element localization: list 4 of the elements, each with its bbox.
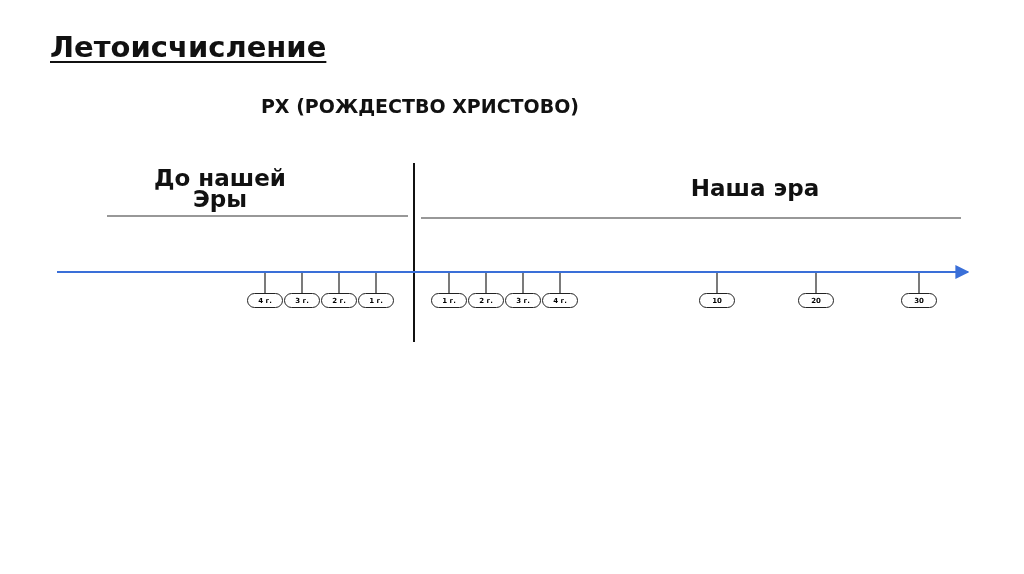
era-heading: До нашей Эры [153, 168, 287, 210]
era-origin-heading: РХ (РОЖДЕСТВО ХРИСТОВО) [259, 96, 581, 118]
era-heading: Наша эра [689, 176, 821, 202]
title: Летоисчисление [50, 30, 327, 64]
